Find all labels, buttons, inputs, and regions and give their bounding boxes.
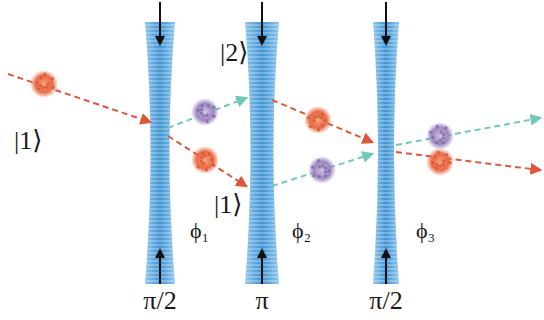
beam-direction-arrows — [160, 2, 386, 284]
beam-arrow — [159, 2, 161, 44]
atom-clouds — [30, 70, 454, 184]
beam-arrow — [261, 2, 263, 44]
beam-fringes — [145, 22, 175, 284]
pulse-label: π/2 — [369, 288, 402, 314]
beam-fringes — [245, 22, 279, 284]
phase-label: ϕ₂ — [292, 220, 311, 242]
beam-arrow — [385, 2, 387, 44]
beam-arrow — [159, 250, 161, 284]
laser-beam — [373, 22, 399, 284]
state-label: |1⟩ — [214, 192, 242, 218]
beam-arrow — [261, 250, 263, 284]
phase-label: ϕ₁ — [190, 220, 209, 242]
atom-cloud — [308, 156, 336, 184]
atom-cloud — [426, 122, 454, 150]
state-label: |1⟩ — [14, 128, 42, 154]
atom-cloud — [304, 106, 332, 134]
beam-arrow — [385, 250, 387, 284]
laser-beam — [245, 22, 279, 284]
atom-cloud — [426, 148, 454, 176]
laser-beams — [145, 22, 399, 284]
phase-label: ϕ₃ — [416, 220, 435, 242]
laser-beam — [145, 22, 175, 284]
state-label: |2⟩ — [220, 40, 248, 66]
pulse-label: π/2 — [143, 288, 176, 314]
atom-cloud — [30, 70, 58, 98]
atom-cloud — [191, 98, 219, 126]
atom-cloud — [191, 146, 219, 174]
atom-paths — [8, 74, 540, 186]
pulse-label: π — [255, 288, 268, 314]
beam-fringes — [373, 22, 399, 284]
